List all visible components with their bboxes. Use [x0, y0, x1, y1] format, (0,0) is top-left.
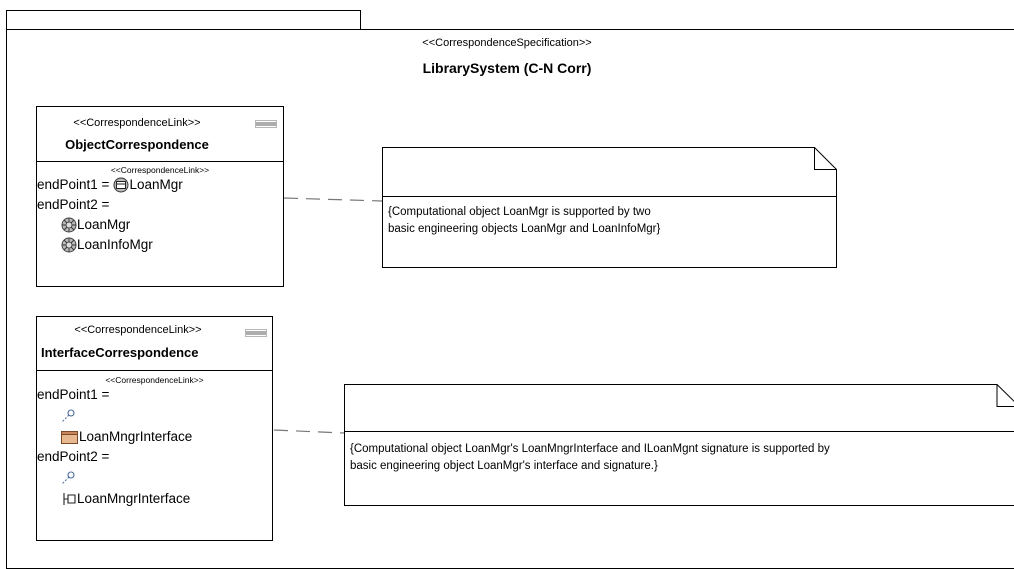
engineering-object-icon: [61, 217, 77, 233]
endpoint2-value[interactable]: LoanInfoMgr: [77, 237, 153, 252]
class-name: ObjectCorrespondence: [65, 137, 209, 152]
attribute-compartment-icon: [245, 329, 267, 337]
note-text-line: basic engineering objects LoanMgr and Lo…: [388, 223, 661, 235]
note-shape: [382, 147, 837, 268]
package-stereotype: <<CorrespondenceSpecification>>: [422, 37, 592, 49]
computational-object-icon: [113, 177, 129, 193]
class-header: <<CorrespondenceLink>> ObjectCorresponde…: [37, 107, 283, 162]
endpoint1-row: endPoint1 = LoanMgr: [37, 175, 283, 195]
port-icon: [61, 409, 75, 423]
engineering-object-icon: [61, 237, 77, 253]
interface-port-icon: [63, 493, 76, 505]
note-text-line: {Computational object LoanMgr is support…: [388, 206, 651, 218]
endpoint1-item: LoanMngrInterface: [37, 427, 272, 447]
endpoint2-item: LoanMgr: [37, 215, 283, 235]
port-icon: [61, 471, 75, 485]
note-shape: [344, 384, 1014, 506]
endpoint2-label: endPoint2 =: [37, 197, 110, 212]
endpoint1-port-row: [37, 405, 272, 427]
endpoint1-row: endPoint1 =: [37, 385, 272, 405]
link-sub-stereotype: <<CorrespondenceLink>>: [110, 165, 210, 175]
endpoint2-port-row: [37, 467, 272, 489]
endpoint2-value[interactable]: LoanMgr: [77, 217, 131, 232]
class-name: InterfaceCorrespondence: [41, 345, 199, 360]
endpoint1-label: endPoint1 =: [37, 177, 110, 192]
note-text-line: basic engineering object LoanMgr's inter…: [350, 460, 658, 472]
object-correspondence-class[interactable]: <<CorrespondenceLink>> ObjectCorresponde…: [36, 106, 284, 287]
endpoint2-value[interactable]: LoanMngrInterface: [77, 491, 191, 506]
endpoint2-row: endPoint2 =: [37, 195, 283, 215]
class-stereotype: <<CorrespondenceLink>>: [74, 324, 202, 336]
package-tab: [6, 10, 361, 30]
endpoint2-label: endPoint2 =: [37, 449, 110, 464]
link-sub-stereotype: <<CorrespondenceLink>>: [105, 375, 204, 385]
note-1[interactable]: {Computational object LoanMgr is support…: [382, 147, 837, 268]
endpoint2-item: LoanInfoMgr: [37, 235, 283, 255]
endpoint1-value[interactable]: LoanMngrInterface: [79, 429, 193, 444]
note1-connector[interactable]: [283, 197, 383, 202]
class-header: <<CorrespondenceLink>> InterfaceCorrespo…: [37, 317, 272, 371]
attribute-compartment-icon: [255, 120, 277, 128]
note-2[interactable]: {Computational object LoanMgr's LoanMngr…: [344, 384, 1014, 506]
note-text-line: {Computational object LoanMgr's LoanMngr…: [350, 443, 830, 455]
endpoint1-value[interactable]: LoanMgr: [129, 177, 183, 192]
endpoint1-label: endPoint1 =: [37, 387, 110, 402]
interface-correspondence-class[interactable]: <<CorrespondenceLink>> InterfaceCorrespo…: [36, 316, 273, 541]
class-stereotype: <<CorrespondenceLink>>: [73, 117, 201, 129]
endpoint2-item: LoanMngrInterface: [37, 489, 272, 509]
endpoint2-row: endPoint2 =: [37, 447, 272, 467]
interface-icon: [61, 431, 78, 444]
note2-connector[interactable]: [273, 429, 345, 434]
package-title: LibrarySystem (C-N Corr): [422, 60, 592, 76]
